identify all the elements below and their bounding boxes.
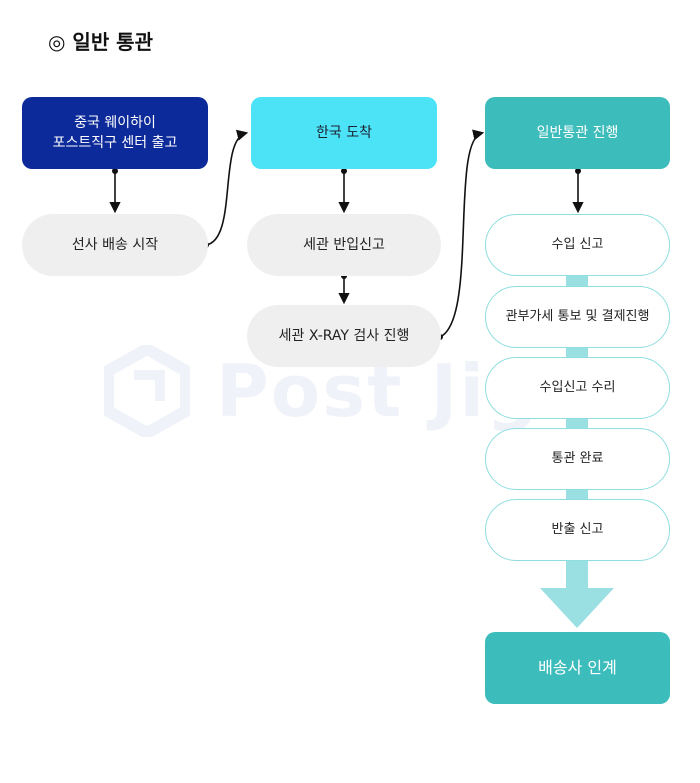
import-acceptance-step: 수입신고 수리 [485, 357, 670, 419]
page-title: ◎ 일반 통관 [48, 30, 153, 54]
general-clearance-box: 일반통관 진행 [485, 97, 670, 169]
watermark-logo-icon [104, 345, 190, 437]
connector-bar [566, 489, 588, 501]
connector-bar [566, 347, 588, 359]
duty-payment-step: 관부가세 통보 및 결제진행 [485, 286, 670, 348]
carrier-handover-box: 배송사 인계 [485, 632, 670, 704]
korea-arrival-box: 한국 도착 [251, 97, 437, 169]
import-declaration-step: 수입 신고 [485, 214, 670, 276]
xray-inspection-step: 세관 X-RAY 검사 진행 [247, 305, 441, 367]
warehouse-dispatch-box: 중국 웨이하이 포스트직구 센터 출고 [22, 97, 208, 169]
clearance-complete-step: 통관 완료 [485, 428, 670, 490]
customs-entry-step: 세관 반입신고 [247, 214, 441, 276]
connector-bar [566, 276, 588, 288]
release-declaration-step: 반출 신고 [485, 499, 670, 561]
shipping-start-step: 선사 배송 시작 [22, 214, 208, 276]
connector-bar [566, 418, 588, 430]
